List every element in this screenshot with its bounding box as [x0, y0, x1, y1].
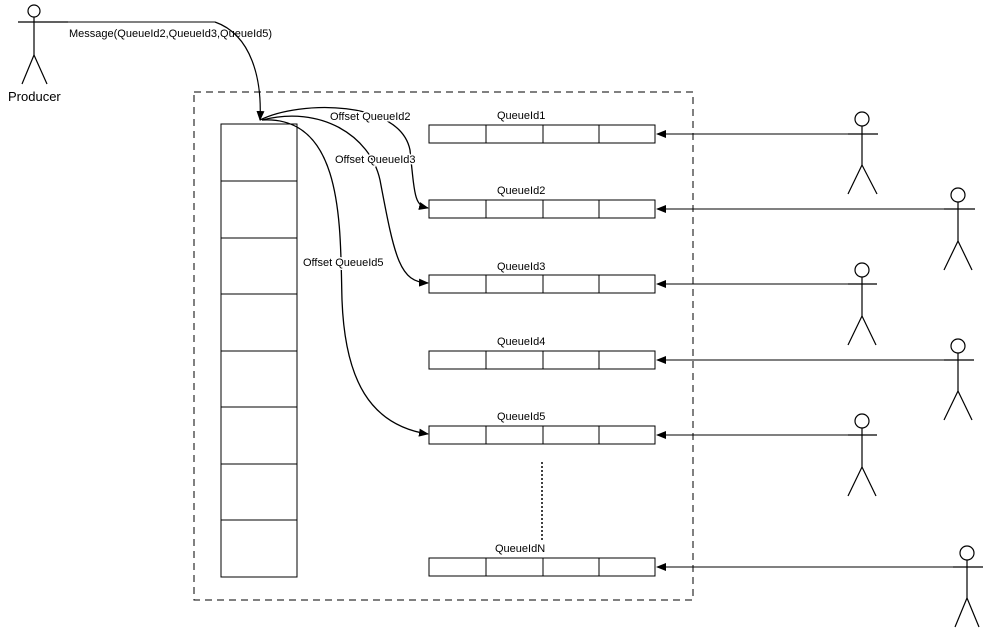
- queue-label: QueueIdN: [495, 543, 545, 555]
- message-label: Message(QueueId2,QueueId3,QueueId5): [69, 28, 272, 40]
- queue-label: QueueId5: [497, 411, 545, 423]
- queue-label: QueueId3: [497, 261, 545, 273]
- queue-queueid1: QueueId1: [428, 110, 656, 144]
- queue-queueid2: QueueId2: [428, 185, 656, 219]
- producer-label: Producer: [8, 89, 61, 104]
- commit-log: [220, 123, 298, 578]
- consumer-icon: [847, 262, 877, 346]
- offset-label-queueid2: Offset QueueId2: [330, 111, 411, 123]
- consumer-icon: [953, 545, 983, 628]
- consumer-icon: [943, 187, 975, 271]
- offset-arrow-queueid2: [259, 106, 429, 210]
- queue-label: QueueId4: [497, 336, 545, 348]
- consumer-icon: [847, 111, 878, 195]
- offset-arrow-queueid5: [261, 119, 429, 437]
- offset-arrow-queueid3: [261, 115, 429, 287]
- queue-label: QueueId1: [497, 110, 545, 122]
- queue-queueid4: QueueId4: [428, 336, 656, 370]
- consumer-icon: [943, 338, 974, 421]
- queue-queueidn: QueueIdN: [428, 543, 656, 577]
- producer-icon: [18, 4, 68, 85]
- consumer-icon: [847, 413, 877, 497]
- queue-queueid5: QueueId5: [428, 411, 656, 445]
- queue-label: QueueId2: [497, 185, 545, 197]
- queue-queueid3: QueueId3: [428, 261, 656, 294]
- broker-boundary: [193, 91, 694, 601]
- offset-label-queueid5: Offset QueueId5: [303, 257, 384, 269]
- message-arrow: [214, 21, 265, 121]
- offset-label-queueid3: Offset QueueId3: [335, 154, 416, 166]
